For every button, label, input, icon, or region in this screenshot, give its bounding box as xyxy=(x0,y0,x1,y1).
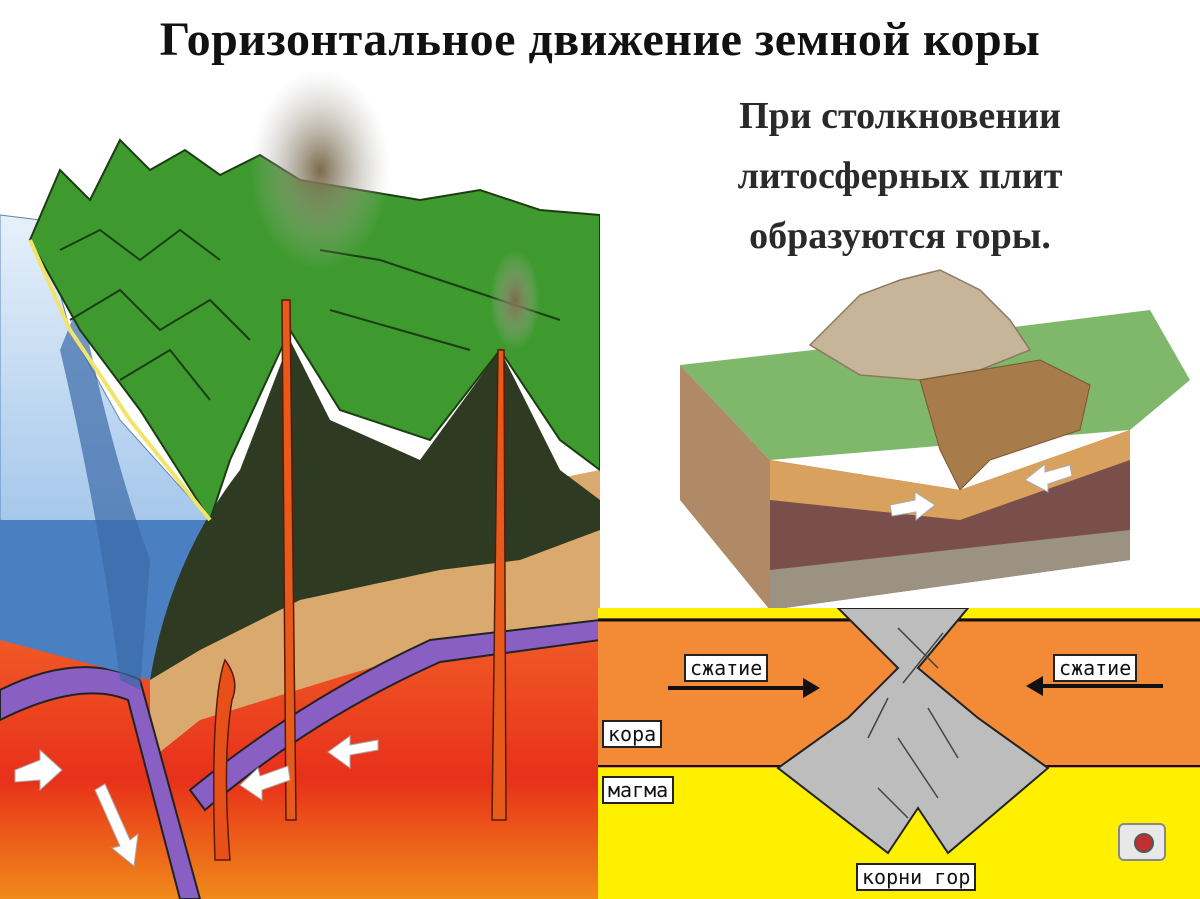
compression-diagram-shapes xyxy=(598,608,1200,855)
smoke-plume-small xyxy=(490,250,540,350)
stress-lines xyxy=(867,627,959,819)
label-compression-right: сжатие xyxy=(1053,654,1138,682)
arrow-icon xyxy=(14,748,63,792)
caption-line-3: образуются горы. xyxy=(749,215,1051,257)
mountain-range xyxy=(808,269,1032,381)
arrow-head-icon xyxy=(1026,676,1043,696)
fold-zone xyxy=(919,359,1091,491)
arrow-icon xyxy=(889,491,936,522)
mountain-ridges xyxy=(59,228,561,401)
arrow-icon xyxy=(239,765,291,801)
magma-plume xyxy=(213,658,236,861)
lithosphere-band xyxy=(0,666,202,899)
camera-lens-icon xyxy=(1134,833,1154,853)
label-mountain-roots: корни гор xyxy=(856,863,977,891)
lithosphere-band-right xyxy=(188,618,600,812)
ocean-water xyxy=(0,520,210,680)
volcano-conduit-main xyxy=(281,299,297,821)
arrow-icon xyxy=(1024,462,1073,493)
page-title: Горизонтальное движение земной коры xyxy=(159,13,1041,66)
block-diagram xyxy=(680,269,1190,610)
camera-icon xyxy=(1118,823,1166,861)
label-compression-left: сжатие xyxy=(684,654,769,682)
arrow-icon xyxy=(327,735,379,769)
block-front-layer-top xyxy=(770,430,1130,520)
smoke-plume xyxy=(250,70,390,270)
trench xyxy=(60,300,150,690)
subduction-illustration xyxy=(0,70,600,899)
caption: При столкновении литосферных плит образу… xyxy=(680,86,1120,266)
caption-line-2: литосферных плит xyxy=(737,155,1063,197)
block-front-base xyxy=(770,530,1130,610)
block-front-face xyxy=(680,365,770,610)
volcano-conduit-right xyxy=(491,349,507,821)
compression-diagram: сжатие сжатие кора магма корни гор xyxy=(598,608,1200,899)
volcanic-rock xyxy=(150,340,600,680)
arrow-head-icon xyxy=(803,678,820,698)
label-crust: кора xyxy=(602,720,663,748)
mountain-roots xyxy=(776,608,1050,855)
coastline xyxy=(28,239,212,522)
label-magma: магма xyxy=(602,776,675,804)
arrow-icon xyxy=(94,783,139,867)
caption-line-1: При столкновении xyxy=(739,95,1061,137)
